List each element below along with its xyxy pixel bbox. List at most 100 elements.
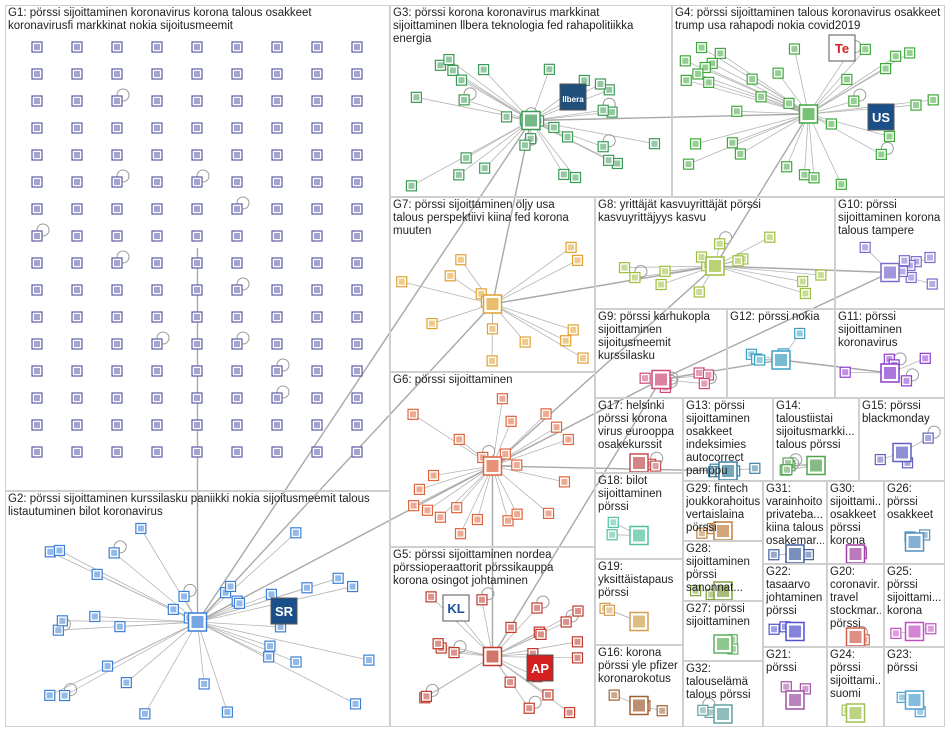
- node-g5-19-fill: [478, 596, 485, 603]
- node-g2-12-fill: [91, 613, 98, 620]
- edge: [64, 621, 198, 696]
- isolate-node-128-fill: [114, 422, 120, 428]
- isolate-node-55-fill: [74, 206, 80, 212]
- node-g4-26-fill: [683, 77, 690, 84]
- group-box-g29: [683, 481, 763, 541]
- hub-node-fill: [717, 525, 729, 537]
- node-g6-11-fill: [456, 436, 463, 443]
- node-g5-2-fill: [507, 679, 514, 686]
- node-g5-7-fill: [428, 593, 435, 600]
- group-box-g20: [827, 564, 884, 647]
- hub-node-fill: [709, 260, 721, 272]
- logo-node-llbera[interactable]: llbera: [559, 83, 587, 111]
- isolate-node-108-fill: [34, 368, 40, 374]
- hub-node-fill: [884, 266, 896, 279]
- isolate-node-124-fill: [314, 395, 320, 401]
- group-box-g7: [390, 197, 595, 372]
- node-g15-2-fill: [925, 435, 932, 442]
- node-g5-10-fill: [574, 638, 581, 645]
- logo-node-kl[interactable]: KL: [442, 594, 470, 622]
- isolate-node-74-fill: [114, 260, 120, 266]
- self-loop-103: [156, 331, 170, 345]
- isolate-node-26-fill: [354, 98, 360, 104]
- node-g5-16-fill: [537, 631, 544, 638]
- isolate-node-107-fill: [354, 341, 360, 347]
- isolate-node-19-fill: [74, 98, 80, 104]
- isolate-node-27-fill: [34, 125, 40, 131]
- hub-node-fill: [849, 707, 862, 719]
- node-g3-17-fill: [609, 109, 616, 116]
- isolate-node-122-fill: [234, 395, 240, 401]
- node-g7-4-fill: [522, 339, 529, 346]
- isolate-node-75-fill: [154, 260, 160, 266]
- node-g6-1-fill: [457, 530, 464, 537]
- logo-text: llbera: [562, 95, 584, 104]
- node-g3-18-fill: [564, 133, 571, 140]
- edge: [695, 113, 809, 145]
- node-g3-9-fill: [461, 96, 468, 103]
- isolate-node-110-fill: [114, 368, 120, 374]
- node-g4-24-fill: [733, 108, 740, 115]
- edge: [426, 656, 493, 697]
- node-g9-3-fill: [701, 380, 708, 387]
- isolate-node-92-fill: [114, 314, 120, 320]
- group-box-g16: [595, 645, 683, 727]
- logo-node-ap[interactable]: AP: [526, 654, 554, 682]
- group-box-g30: [827, 481, 884, 564]
- node-g3-11-fill: [413, 94, 420, 101]
- edge: [458, 120, 532, 176]
- node-g8-3-fill: [716, 240, 723, 247]
- node-g3-1-fill: [455, 171, 462, 178]
- self-loop-g5-15: [528, 695, 542, 709]
- edge: [197, 577, 339, 623]
- node-g2-9-fill: [56, 547, 63, 554]
- hub-node-fill: [810, 459, 822, 472]
- isolate-node-121-fill: [194, 395, 200, 401]
- node-g6-6-fill: [453, 504, 460, 511]
- node-g19-1-fill: [606, 607, 613, 614]
- logo-node-sr[interactable]: SR: [270, 597, 298, 625]
- node-g13-2-fill: [710, 468, 717, 475]
- node-g2-10-fill: [293, 658, 300, 665]
- hub-node-fill: [633, 699, 645, 712]
- isolate-node-112-fill: [194, 368, 200, 374]
- hub-node-fill: [908, 694, 921, 706]
- logo-node-te[interactable]: Te: [828, 34, 856, 62]
- inter-group-edge: [197, 465, 493, 623]
- logo-node-us[interactable]: US: [867, 103, 895, 131]
- group-box-g23: [884, 647, 945, 727]
- edge: [461, 79, 532, 121]
- node-g3-26-fill: [503, 113, 510, 120]
- node-g25-0-fill: [892, 630, 899, 637]
- isolate-node-57-fill: [154, 206, 160, 212]
- node-g6-3-fill: [474, 516, 481, 523]
- isolate-node-130-fill: [194, 422, 200, 428]
- isolate-node-49-fill: [194, 179, 200, 185]
- node-g3-22-fill: [408, 182, 415, 189]
- self-loop-115: [276, 358, 290, 372]
- node-g21-1-fill: [783, 683, 790, 690]
- edge: [740, 113, 809, 155]
- group-box-g4: [672, 5, 945, 197]
- node-g4-5-fill: [878, 151, 885, 158]
- edge: [714, 265, 821, 276]
- node-g9-2-fill: [705, 371, 712, 378]
- node-g7-6-fill: [398, 278, 405, 285]
- edge: [62, 620, 198, 623]
- self-loop-g3-9: [463, 87, 477, 101]
- node-g4-11-fill: [717, 50, 724, 57]
- edge: [492, 259, 578, 305]
- isolate-node-20-fill: [114, 98, 120, 104]
- node-g4-27-fill: [758, 93, 765, 100]
- node-g4-30-fill: [906, 49, 913, 56]
- logo-text: SR: [275, 604, 294, 619]
- edge: [736, 110, 809, 115]
- node-g8-6-fill: [631, 274, 638, 281]
- node-g4-15-fill: [702, 64, 709, 71]
- group-box-g17: [595, 398, 683, 473]
- isolate-node-31-fill: [194, 125, 200, 131]
- hub-node-fill: [896, 446, 908, 459]
- isolate-node-80-fill: [354, 260, 360, 266]
- node-g4-23-fill: [886, 133, 893, 140]
- node-g2-2-fill: [201, 680, 208, 687]
